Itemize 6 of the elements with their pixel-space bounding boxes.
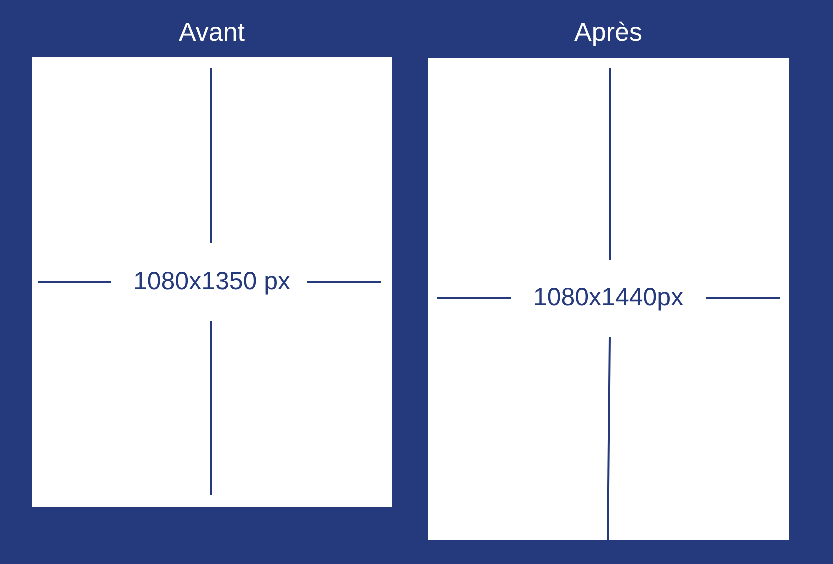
dimension-label: 1080x1350 px bbox=[133, 270, 291, 294]
page-frame bbox=[428, 58, 789, 540]
panel-title: Après bbox=[574, 19, 642, 45]
panel-title: Avant bbox=[179, 19, 245, 45]
page-frame bbox=[32, 57, 392, 507]
dimension-label: 1080x1440px bbox=[533, 286, 684, 310]
